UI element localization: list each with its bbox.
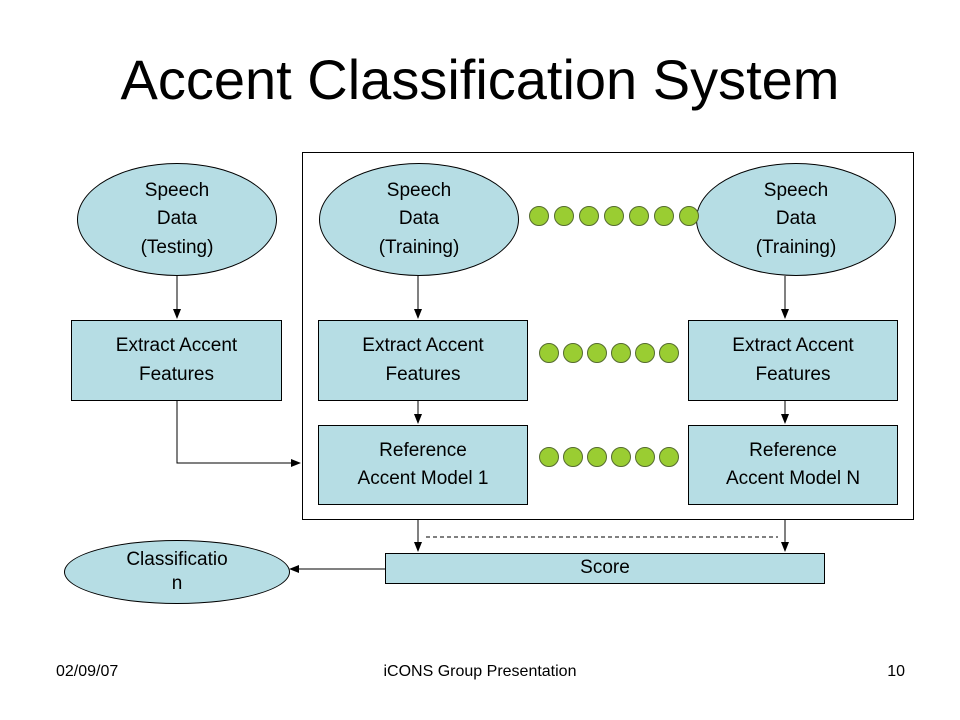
extract-features-training-n: Extract Accent Features bbox=[688, 320, 898, 401]
extract-features-training-1-label: Extract Accent Features bbox=[362, 335, 484, 385]
speech-data-training-n-label: Speech Data (Training) bbox=[755, 179, 837, 258]
arrow-extract-testing-to-models bbox=[176, 401, 301, 467]
speech-data-training-1: Speech Data (Training) bbox=[319, 163, 519, 276]
page-number: 10 bbox=[887, 663, 905, 680]
extract-features-testing: Extract Accent Features bbox=[71, 320, 282, 401]
ellipsis-dot bbox=[611, 343, 631, 363]
reference-model-n-label: Reference Accent Model N bbox=[725, 439, 861, 490]
reference-model-n: Reference Accent Model N bbox=[688, 425, 898, 505]
ellipsis-dot bbox=[635, 447, 655, 467]
classification-ellipse: Classificatio n bbox=[64, 540, 290, 604]
ellipsis-dot bbox=[629, 206, 649, 226]
ellipsis-dot bbox=[659, 447, 679, 467]
ellipsis-dot bbox=[563, 343, 583, 363]
speech-data-training-1-label: Speech Data (Training) bbox=[378, 179, 460, 258]
score-box: Score bbox=[385, 553, 825, 584]
footer-center: iCONS Group Presentation bbox=[383, 663, 577, 680]
reference-model-1: Reference Accent Model 1 bbox=[318, 425, 528, 505]
extract-features-testing-label: Extract Accent Features bbox=[115, 335, 238, 385]
score-label: Score bbox=[580, 557, 630, 579]
reference-model-1-label: Reference Accent Model 1 bbox=[357, 439, 489, 490]
ellipsis-dot bbox=[539, 343, 559, 363]
classification-label: Classificatio n bbox=[126, 549, 228, 594]
speech-data-testing: Speech Data (Testing) bbox=[77, 163, 277, 276]
ellipsis-dot bbox=[679, 206, 699, 226]
ellipsis-dot bbox=[604, 206, 624, 226]
extract-features-training-n-label: Extract Accent Features bbox=[732, 335, 854, 385]
ellipsis-dot bbox=[563, 447, 583, 467]
ellipsis-dot bbox=[579, 206, 599, 226]
ellipsis-dot bbox=[587, 343, 607, 363]
ellipsis-dot bbox=[539, 447, 559, 467]
ellipsis-dot bbox=[659, 343, 679, 363]
extract-features-training-1: Extract Accent Features bbox=[318, 320, 528, 401]
ellipsis-dot bbox=[529, 206, 549, 226]
ellipsis-dot bbox=[611, 447, 631, 467]
speech-data-testing-label: Speech Data (Testing) bbox=[140, 179, 214, 258]
slide-title: Accent Classification System bbox=[120, 48, 840, 111]
ellipsis-dot bbox=[654, 206, 674, 226]
speech-data-training-n: Speech Data (Training) bbox=[696, 163, 896, 276]
ellipsis-dot bbox=[635, 343, 655, 363]
ellipsis-dot bbox=[587, 447, 607, 467]
footer-date: 02/09/07 bbox=[56, 663, 119, 680]
ellipsis-dot bbox=[554, 206, 574, 226]
